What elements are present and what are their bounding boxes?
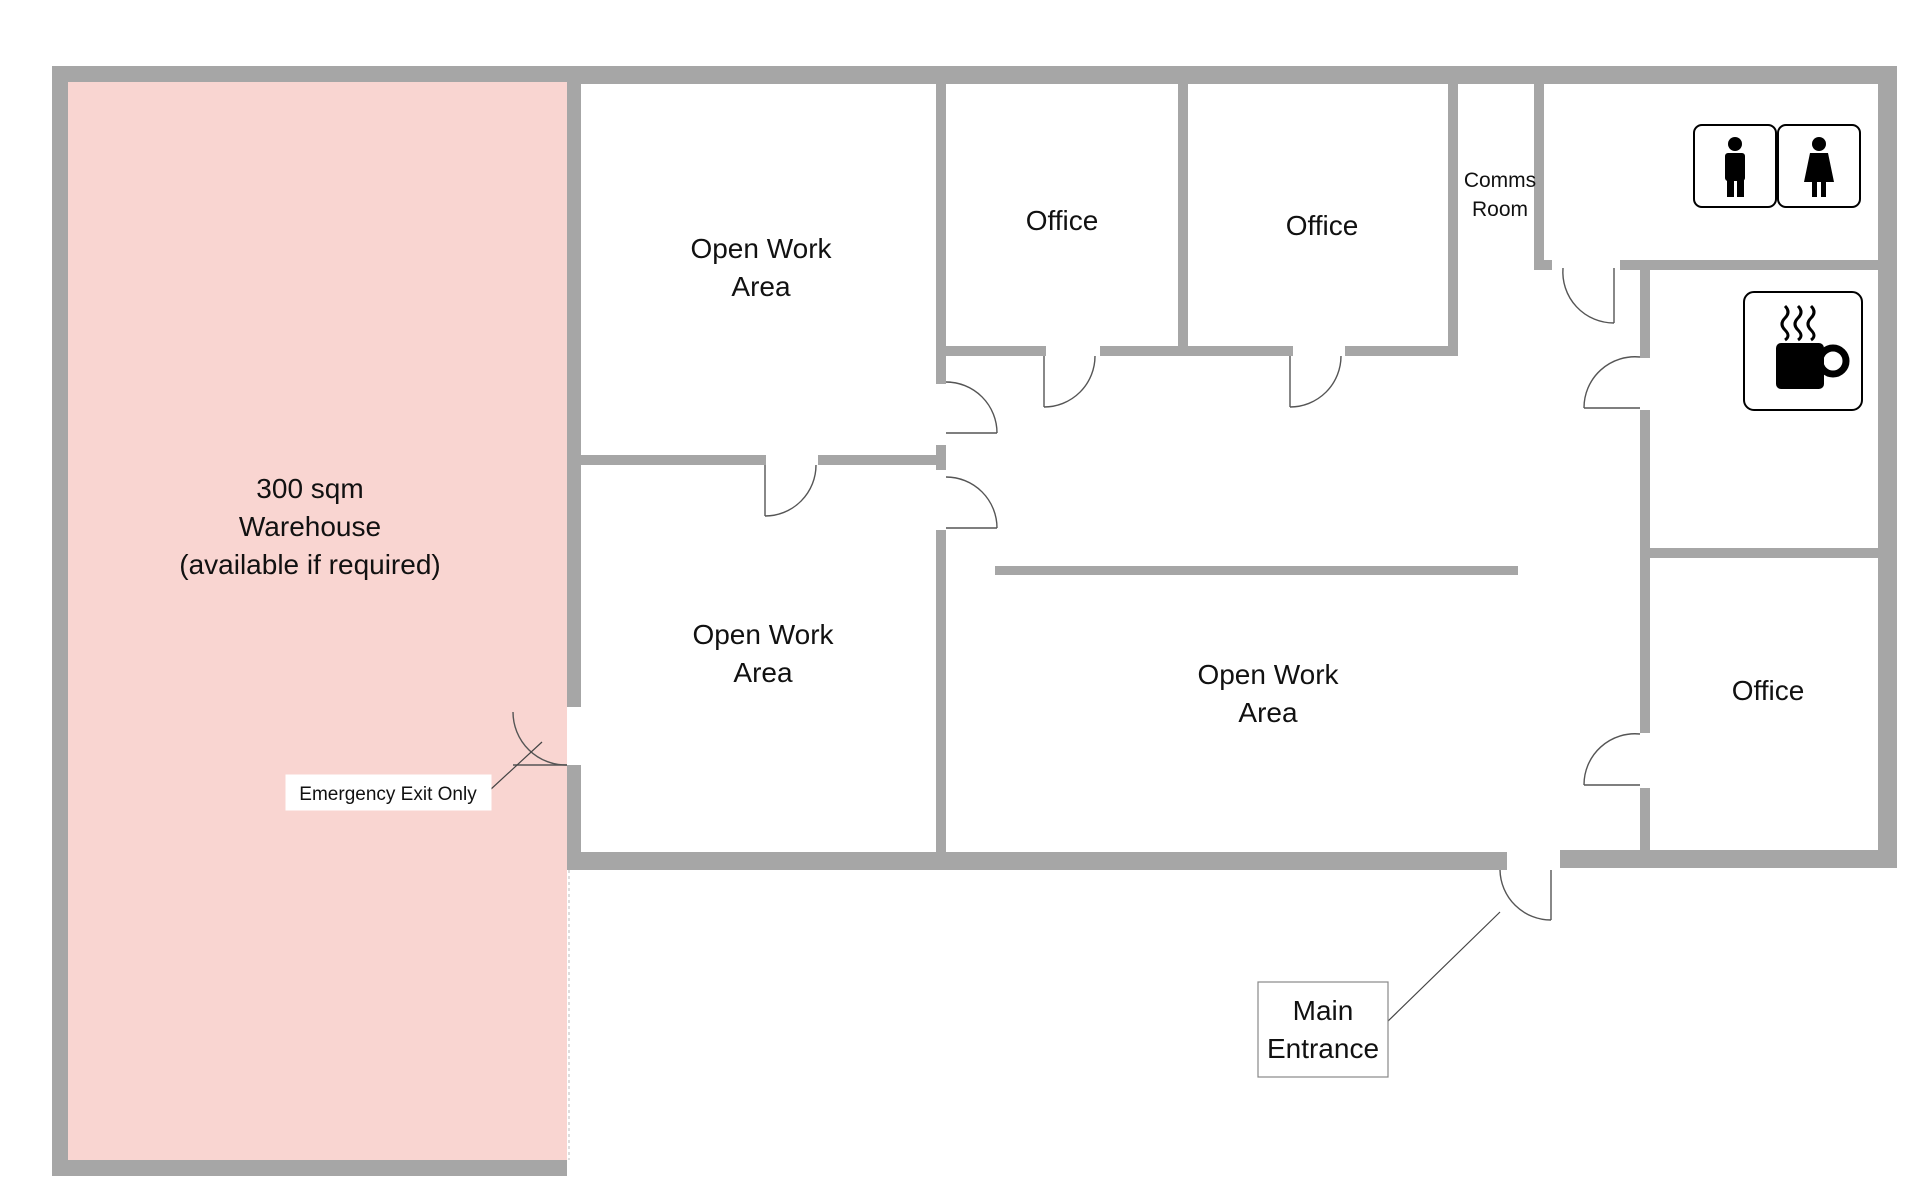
svg-text:Open Work: Open Work [690, 233, 832, 264]
main-entrance-leader [1383, 911, 1501, 1026]
warehouse-label: 300 sqm Warehouse (available if required… [179, 473, 440, 580]
restroom-icon [1693, 124, 1861, 208]
main-entrance-line1: Main [1293, 995, 1354, 1026]
emergency-exit-callout: Emergency Exit Only [285, 774, 492, 811]
svg-text:Room: Room [1472, 198, 1528, 221]
coffee-cup-icon [1743, 291, 1863, 411]
office-label-3: Office [1732, 675, 1805, 706]
warehouse-size-text: 300 sqm [256, 473, 363, 504]
office-label-1: Office [1026, 205, 1099, 236]
warehouse-name-text: Warehouse [239, 511, 381, 542]
warehouse-area [67, 82, 567, 1160]
interior-walls [581, 84, 1878, 852]
female-figure-icon [1804, 137, 1834, 197]
svg-text:Area: Area [731, 271, 791, 302]
svg-text:Open Work: Open Work [692, 619, 834, 650]
outer-walls [52, 66, 1897, 1176]
svg-text:Open Work: Open Work [1197, 659, 1339, 690]
svg-text:Comms: Comms [1464, 169, 1536, 192]
main-entrance-line2: Entrance [1267, 1033, 1379, 1064]
male-figure-icon [1725, 137, 1745, 197]
open-work-area-top-label: Open Work Area [690, 233, 832, 302]
office-label-2: Office [1286, 210, 1359, 241]
open-work-area-main-label: Open Work Area [1197, 659, 1339, 728]
comms-room-label: Comms Room [1464, 169, 1536, 221]
emergency-exit-leader [489, 741, 543, 791]
doors [512, 267, 1641, 921]
warehouse-note-text: (available if required) [179, 549, 440, 580]
emergency-exit-text: Emergency Exit Only [299, 784, 477, 805]
svg-text:Area: Area [1238, 697, 1298, 728]
svg-text:Area: Area [733, 657, 793, 688]
open-work-area-mid-label: Open Work Area [692, 619, 834, 688]
main-entrance-callout: Main Entrance [1257, 981, 1389, 1078]
